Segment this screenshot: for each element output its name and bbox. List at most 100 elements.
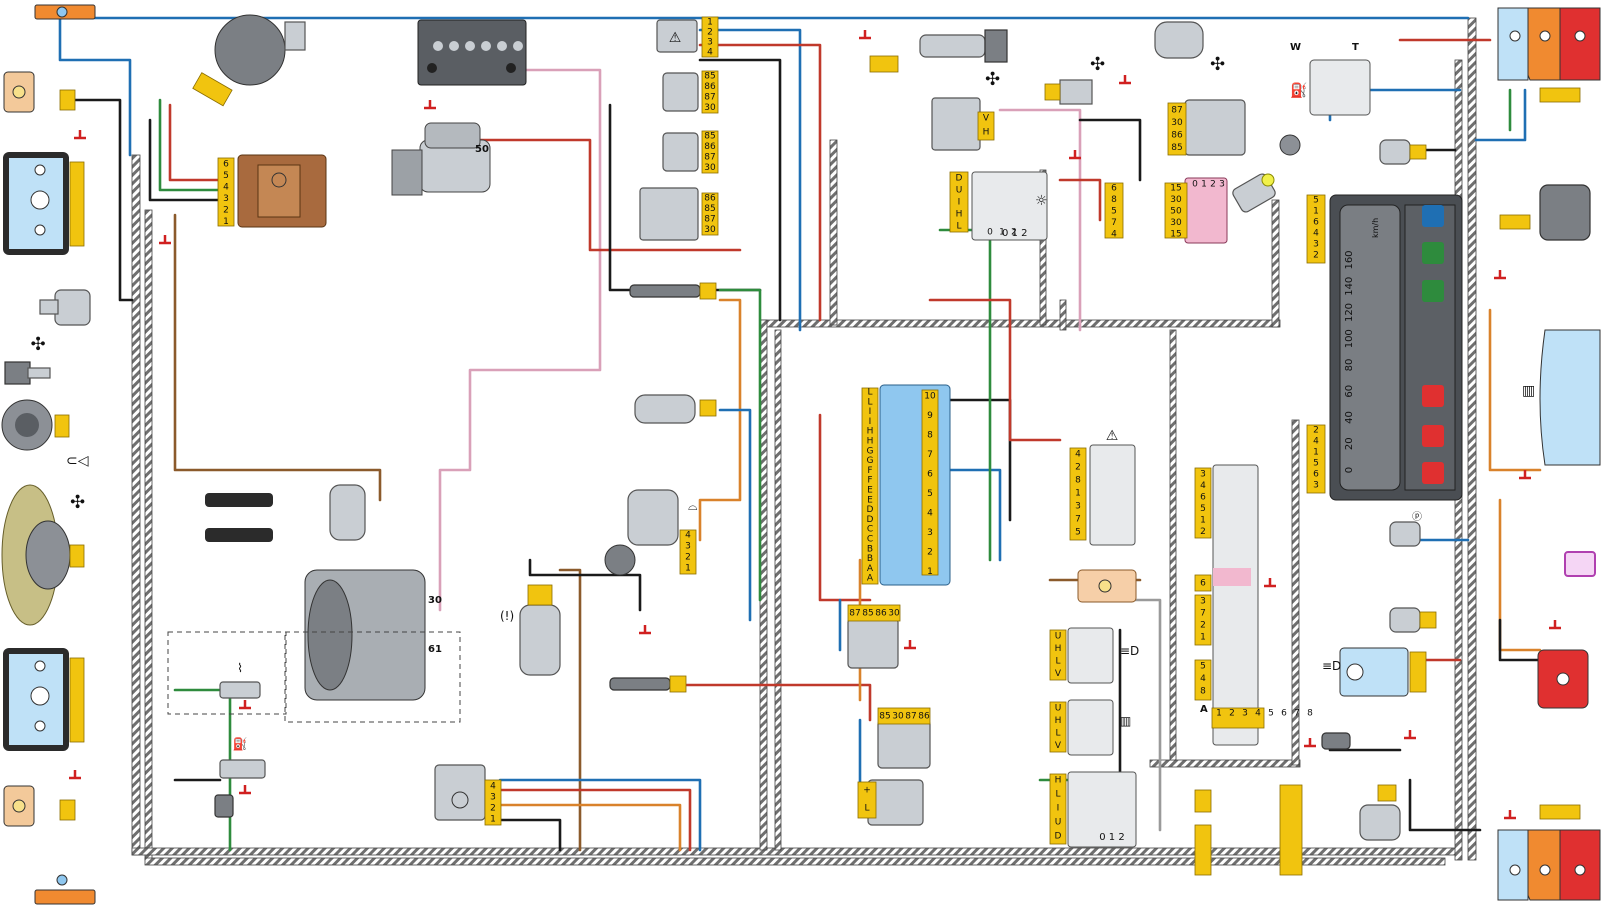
speed-scale-label: 160	[1344, 250, 1355, 269]
left-side-repeater-bottom	[3, 785, 76, 827]
pin-label: 3	[927, 528, 933, 538]
pin-label: 1	[1200, 633, 1206, 643]
pin-label: 6	[1111, 184, 1117, 194]
pin-label: 85	[862, 609, 873, 619]
ignition-coil	[857, 779, 924, 826]
pin-label: 1	[1216, 709, 1222, 719]
pin-label: 4	[685, 531, 691, 541]
pin-label: 4	[1200, 674, 1206, 684]
light-switch: ☼	[949, 171, 1048, 241]
main-relay	[639, 187, 719, 241]
pin-label: 1	[927, 567, 933, 577]
pin-label: 85	[704, 72, 715, 82]
fog-lamp-icon: ≡D	[1120, 644, 1139, 658]
pin-label: E	[867, 486, 873, 496]
speed-scale-label: 40	[1344, 411, 1355, 424]
pin-label: 6	[1281, 709, 1287, 719]
spark-plug-right-1	[629, 282, 717, 300]
pin-label: V	[1055, 741, 1062, 751]
pin-label: G	[867, 446, 874, 456]
pin-label: +	[863, 786, 871, 796]
pin-label: 6	[1313, 218, 1319, 228]
fusebox	[861, 384, 951, 586]
oil-pressure-sender: ⛽	[219, 737, 266, 779]
pin-label: 3	[1075, 502, 1081, 512]
speed-scale-label: 140	[1344, 277, 1355, 296]
horn: ⊂◁	[1, 399, 89, 469]
hazard-block: ⚠	[1069, 428, 1136, 546]
pin-label: 5	[1075, 528, 1081, 538]
pin-label: 87	[704, 215, 715, 225]
pin-label: 4	[1111, 230, 1117, 240]
rear-fog-lamp-red	[1537, 649, 1589, 709]
light-switch-positions: 0 1 2	[1002, 228, 1027, 239]
pin-label: 7	[927, 450, 933, 460]
relay-bottom-1	[847, 604, 901, 669]
pin-label: 87	[1171, 106, 1182, 116]
distributor	[192, 14, 306, 107]
pin-label: 2	[707, 28, 713, 38]
alternator: 30 61	[304, 569, 442, 701]
pin-label: 1	[223, 217, 229, 227]
pin-label: 8	[1111, 195, 1117, 205]
hazard-triangle-icon: ⚠	[669, 30, 682, 46]
wiper-switch: 0 1 2	[1049, 771, 1137, 848]
fuel-sender-t: T	[1352, 42, 1359, 53]
pin-label: 4	[1255, 709, 1261, 719]
starter-motor: 50	[391, 122, 491, 196]
spark-plug-right-2	[609, 675, 687, 693]
left-headlamp-bottom	[3, 648, 85, 751]
pin-label: B	[867, 544, 873, 554]
fog-switch-2: ▥	[1049, 699, 1131, 756]
pin-label: 30	[704, 225, 716, 235]
pin-label: L	[867, 388, 872, 398]
connector-a-label: A	[1200, 704, 1208, 715]
fan-icon-5: ✣	[985, 69, 1000, 90]
pin-label: 30	[1170, 218, 1182, 228]
pin-label: U	[1055, 704, 1062, 714]
pin-label: 0	[1192, 180, 1198, 190]
pin-label: 4	[707, 48, 713, 58]
left-horn-relay	[39, 289, 91, 326]
pin-label: I	[1057, 804, 1060, 814]
pin-label: 3	[490, 793, 496, 803]
pin-label: 30	[1170, 195, 1182, 205]
pin-labels: 6543211234858687308586873086858730VHDUIH…	[223, 18, 1319, 842]
hazard-switch-top: ⚠	[656, 16, 719, 58]
fuel-sender-w: W	[1290, 42, 1301, 53]
pin-label: 7	[1075, 515, 1081, 525]
pin-label: 3	[1219, 180, 1225, 190]
horn-relay	[1167, 99, 1246, 156]
pin-label: 87	[704, 93, 715, 103]
pin-label: 15	[1170, 230, 1181, 240]
pin-label: V	[983, 114, 990, 124]
pin-label: 1	[1313, 207, 1319, 217]
pin-label: D	[867, 515, 874, 525]
brake-switch: (!)	[500, 584, 561, 676]
pin-label: 86	[918, 712, 930, 722]
pin-label: L	[864, 804, 869, 814]
rear-defrost-icon: ▥	[1120, 714, 1131, 728]
pin-label: 4	[1313, 229, 1319, 239]
pin-label: I	[869, 407, 872, 417]
pin-label: 2	[1200, 527, 1206, 537]
pin-label: L	[1055, 790, 1060, 800]
pin-label: 9	[927, 411, 933, 421]
pin-label: 3	[707, 38, 713, 48]
pin-label: 4	[927, 509, 933, 519]
pin-label: U	[956, 186, 963, 196]
left-front-indicator-top	[34, 4, 96, 20]
pin-label: 1	[685, 564, 691, 574]
pin-label: 4	[1200, 481, 1206, 491]
left-front-indicator-bottom	[34, 874, 96, 905]
pin-label: 3	[1313, 240, 1319, 250]
pin-label: A	[867, 574, 874, 584]
license-lamp	[1564, 551, 1596, 577]
pin-label: 6	[1200, 493, 1206, 503]
pin-label: 7	[1200, 609, 1206, 619]
pin-label: 0	[987, 228, 993, 238]
pin-label: L	[867, 397, 872, 407]
speed-scale-label: 20	[1344, 437, 1355, 450]
